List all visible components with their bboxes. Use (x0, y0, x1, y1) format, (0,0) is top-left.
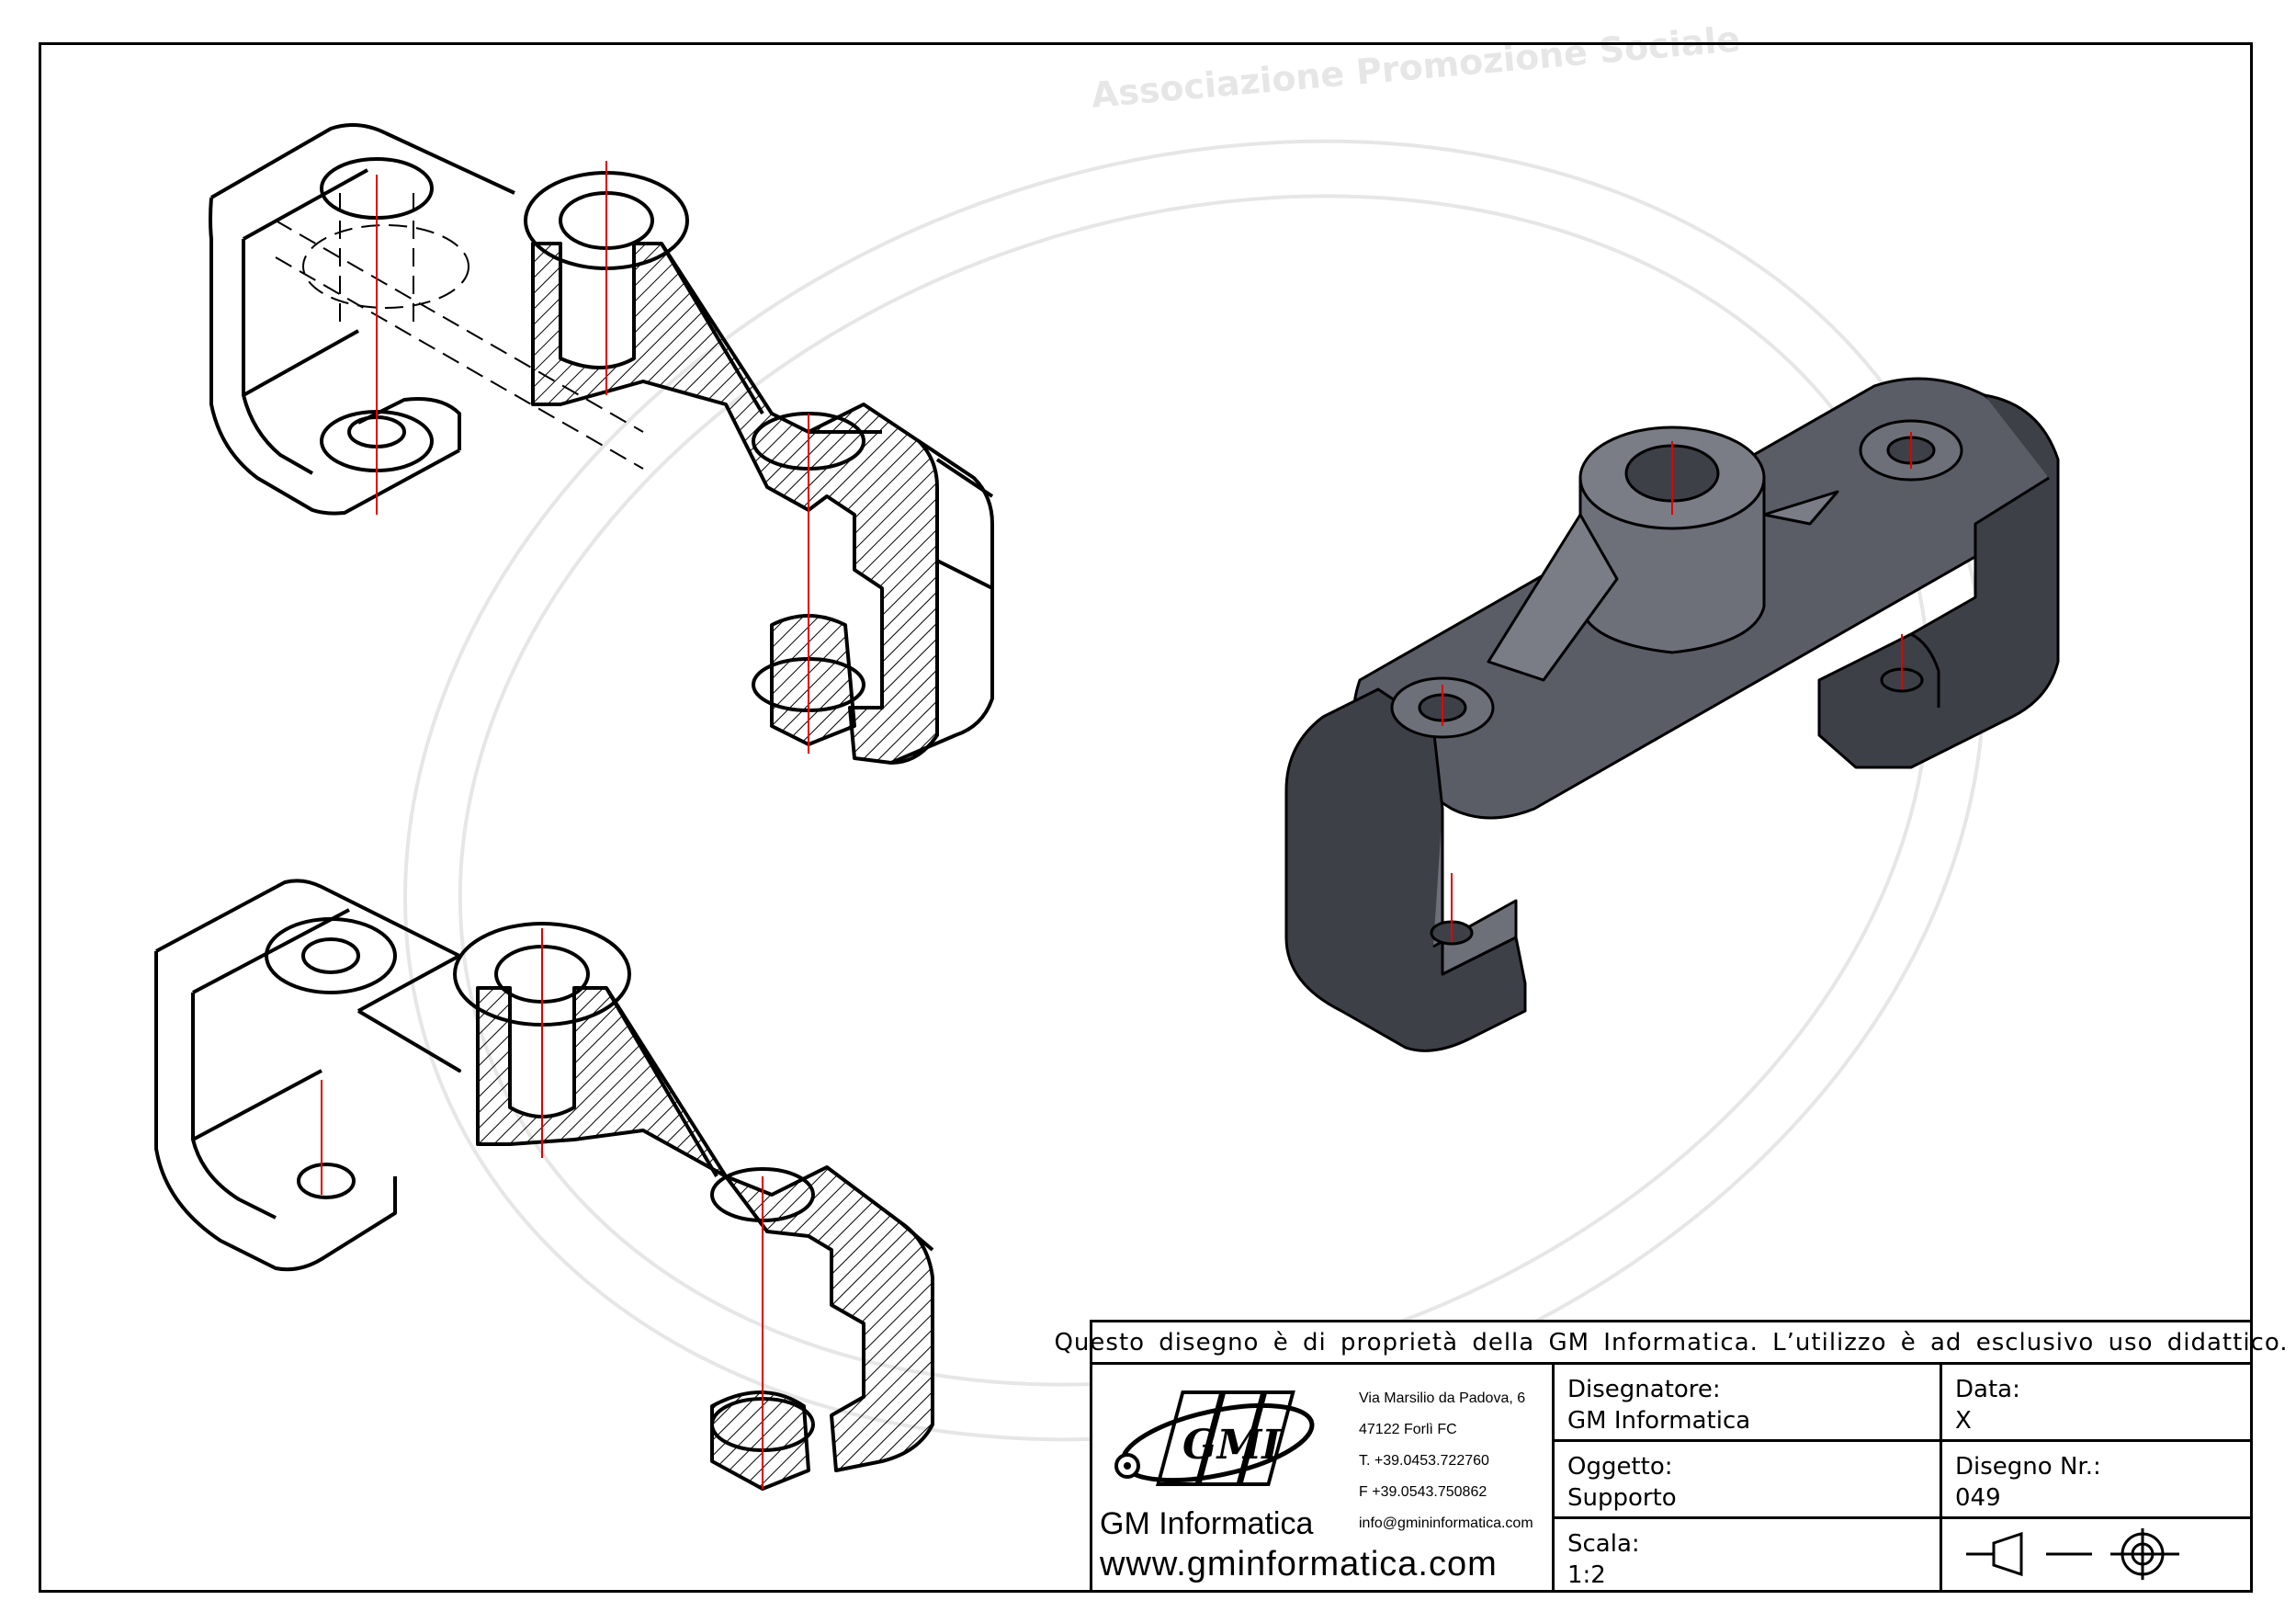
company-name: GM Informatica (1100, 1506, 1314, 1541)
shaded-solid-view (1284, 377, 2060, 1052)
first-angle-projection-icon (1966, 1528, 2179, 1580)
shaded-solid-centerlines (1442, 432, 1912, 942)
disegnatore-label: Disegnatore: (1567, 1376, 1721, 1403)
title-block: Questo disegno è di proprietà della GM I… (1054, 1320, 2288, 1593)
address-city: 47122 Forlì FC (1359, 1422, 1457, 1437)
company-address: Via Marsilio da Padova, 6 47122 Forlì FC… (1359, 1383, 1533, 1539)
field-projection (1942, 1519, 2250, 1590)
field-oggetto: Oggetto: Supporto (1555, 1442, 1942, 1519)
gmi-logo-icon: GMI (1114, 1390, 1315, 1486)
field-disegno-nr: Disegno Nr.: 049 (1942, 1442, 2250, 1519)
svg-text:GMI: GMI (1182, 1422, 1282, 1469)
section-view-bottom (154, 879, 934, 1491)
address-fax: F +39.0543.750862 (1359, 1484, 1487, 1500)
oggetto-label: Oggetto: (1567, 1453, 1673, 1481)
disegnatore-value: GM Informatica (1567, 1407, 1751, 1435)
address-street: Via Marsilio da Padova, 6 (1359, 1390, 1526, 1406)
oggetto-value: Supporto (1567, 1484, 1677, 1512)
disegno-nr-value: 049 (1955, 1484, 2001, 1512)
section-view-top-centerlines (376, 161, 809, 754)
field-scala: Scala: 1:2 (1555, 1519, 1942, 1590)
field-disegnatore: Disegnatore: GM Informatica (1555, 1365, 1942, 1442)
data-label: Data: (1955, 1376, 2020, 1403)
scala-value: 1:2 (1567, 1561, 1606, 1589)
address-email: info@gmininformatica.com (1359, 1515, 1533, 1531)
address-phone: T. +39.0453.722760 (1359, 1453, 1489, 1469)
company-website: www.gminformatica.com (1100, 1545, 1498, 1583)
section-view-bottom-centerlines (321, 928, 763, 1489)
disegno-nr-label: Disegno Nr.: (1955, 1453, 2101, 1481)
field-data: Data: X (1942, 1365, 2250, 1442)
data-value: X (1955, 1407, 1972, 1435)
company-panel: GMI Via Marsilio da Padova, 6 47122 Forl… (1092, 1365, 1555, 1590)
scala-label: Scala: (1567, 1530, 1640, 1558)
ownership-notice: Questo disegno è di proprietà della GM I… (1054, 1322, 2288, 1365)
